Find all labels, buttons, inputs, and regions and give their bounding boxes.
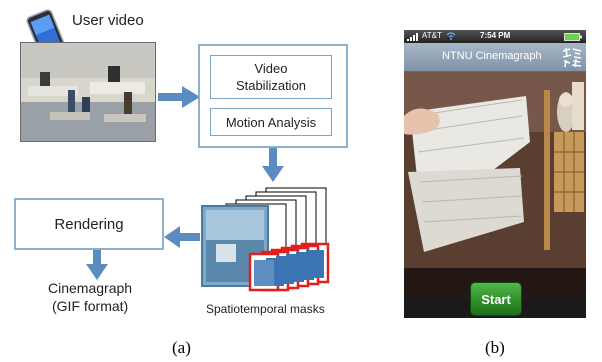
app-title-bar: NTNU Cinemagraph	[404, 43, 586, 72]
status-bar: AT&T 7:54 PM	[404, 30, 586, 43]
caption-b: (b)	[485, 338, 505, 357]
battery-icon	[564, 33, 582, 41]
user-video-label: User video	[72, 12, 144, 29]
start-button[interactable]: Start	[470, 282, 522, 316]
carrier-label: AT&T	[422, 31, 442, 40]
caption-a: (a)	[172, 338, 191, 357]
ntnu-logo-icon	[562, 47, 582, 68]
arrow-right-1	[158, 86, 200, 108]
motion-analysis-label: Motion Analysis	[225, 114, 317, 130]
video-stabilization-box: Video Stabilization	[210, 55, 332, 99]
gif-format-label: (GIF format)	[52, 298, 129, 314]
start-button-label: Start	[481, 291, 511, 307]
arrow-down-2	[86, 250, 108, 280]
arrow-left	[164, 226, 200, 248]
spatiotemporal-masks-stack	[201, 187, 330, 292]
spatiotemporal-masks-label: Spatiotemporal masks	[206, 302, 325, 316]
rendering-label: Rendering	[54, 215, 124, 233]
arrow-down	[262, 148, 284, 182]
motion-analysis-box: Motion Analysis	[210, 108, 332, 136]
app-title: NTNU Cinemagraph	[442, 50, 542, 62]
camera-preview	[404, 72, 586, 308]
cinemagraph-label: Cinemagraph	[48, 280, 133, 296]
phone-screen: AT&T 7:54 PM NTNU Cinemagraph	[404, 30, 586, 318]
signal-bars-icon	[407, 33, 418, 41]
camera-preview-scene	[404, 72, 586, 308]
rendering-box: Rendering	[14, 198, 164, 250]
user-video-thumbnail	[20, 42, 156, 142]
wifi-icon	[446, 32, 456, 40]
clock-label: 7:54 PM	[480, 31, 511, 40]
video-stabilization-label: Video Stabilization	[235, 61, 307, 93]
